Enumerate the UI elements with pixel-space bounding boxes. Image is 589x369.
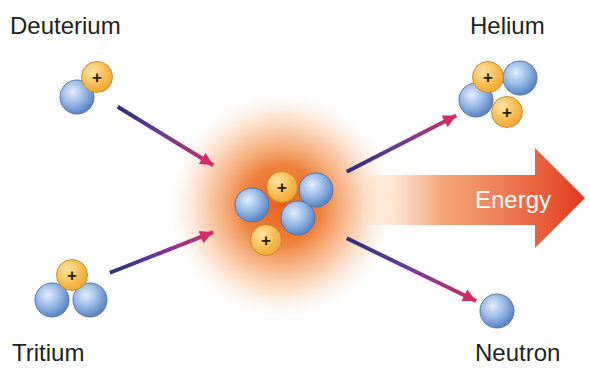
- fusion-core: ++: [215, 152, 345, 260]
- proton: +: [56, 259, 88, 291]
- energy-label: Energy: [475, 187, 551, 213]
- charge-sign: +: [92, 69, 102, 86]
- charge-sign: +: [67, 267, 77, 284]
- particle-label: Deuterium: [10, 13, 121, 39]
- reaction-arrow: [347, 115, 456, 171]
- neutron-ball: [480, 294, 514, 328]
- particle-label: Neutron: [475, 340, 560, 366]
- reaction-arrow: [110, 232, 213, 273]
- particle-label: Helium: [470, 13, 545, 39]
- particle-cluster: Deuterium+: [58, 60, 116, 116]
- proton: +: [81, 61, 113, 93]
- particle-cluster: Helium++: [458, 58, 538, 130]
- charge-sign: +: [483, 69, 493, 86]
- proton: +: [491, 96, 523, 128]
- proton: +: [266, 171, 298, 203]
- neutron-ball: [235, 188, 269, 222]
- charge-sign: +: [261, 232, 271, 249]
- reaction-arrow: [118, 107, 214, 165]
- neutron-ball: [281, 201, 315, 235]
- charge-sign: +: [277, 179, 287, 196]
- energy-arrow-shape: [363, 148, 585, 248]
- energy-arrow: Energy: [363, 146, 587, 250]
- proton: +: [472, 61, 504, 93]
- proton: +: [250, 224, 282, 256]
- particle-label: Tritium: [12, 340, 84, 366]
- charge-sign: +: [502, 104, 512, 121]
- particle-cluster: Neutron: [478, 292, 516, 330]
- reaction-arrow: [347, 238, 476, 301]
- fusion-glow: [170, 93, 394, 317]
- particle-cluster: Tritium+: [34, 258, 108, 318]
- neutron-ball: [503, 61, 537, 95]
